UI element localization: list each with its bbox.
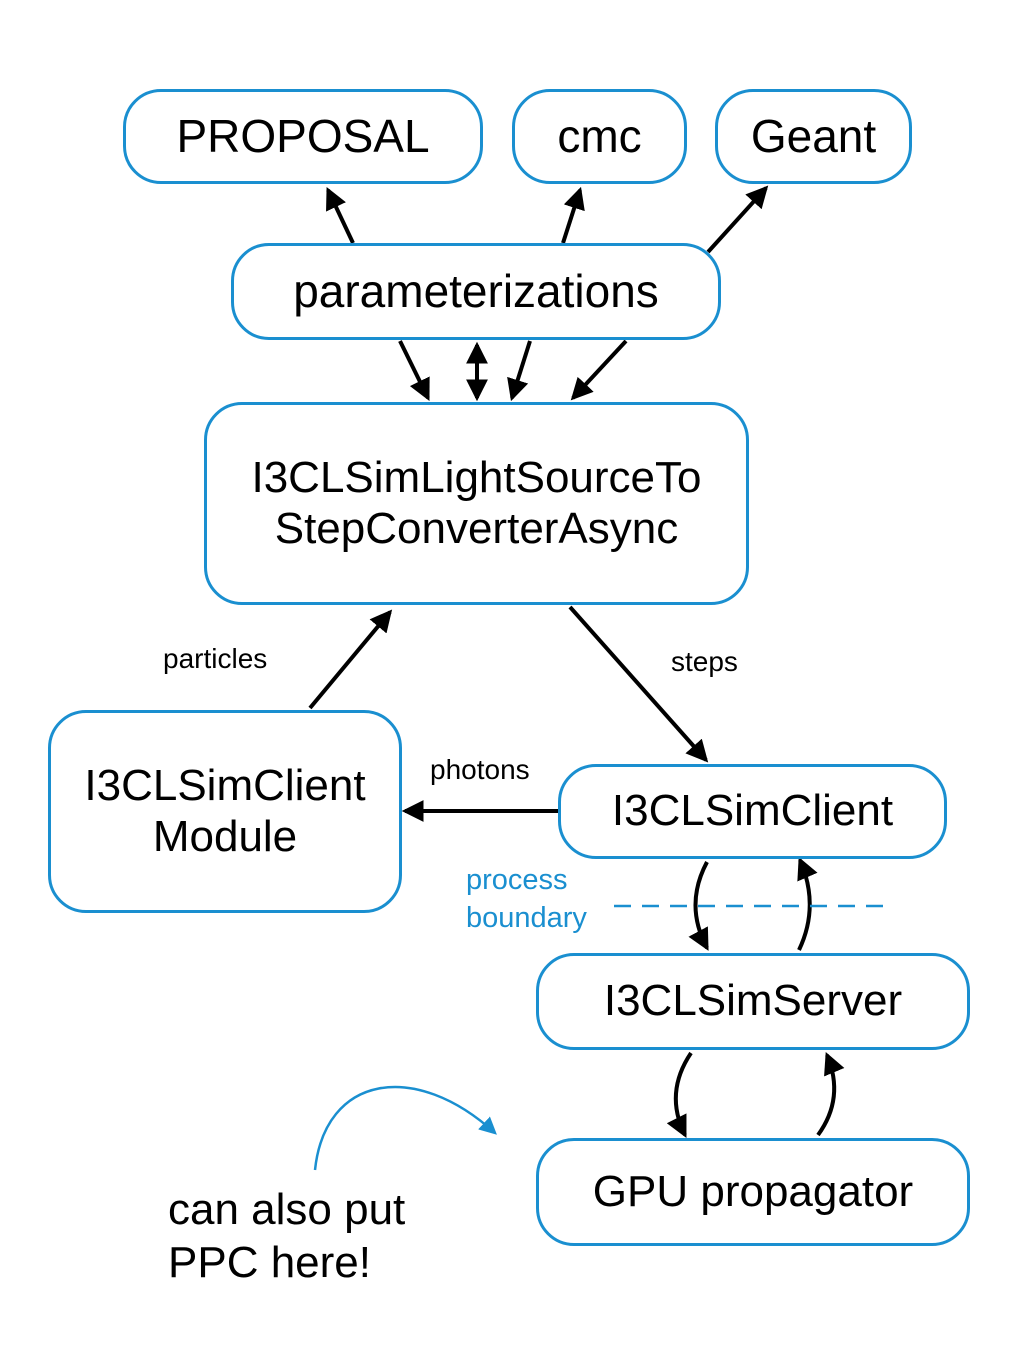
node-client-module-line2: Module bbox=[152, 811, 298, 861]
node-server-label: I3CLSimServer bbox=[603, 976, 903, 1026]
edge-label-steps: steps bbox=[671, 646, 738, 677]
node-client-module: I3CLSimClient Module bbox=[48, 710, 402, 913]
node-parameterizations: parameterizations bbox=[231, 243, 721, 340]
node-geant: Geant bbox=[715, 89, 912, 184]
ppc-note-line2: PPC here! bbox=[168, 1237, 371, 1287]
arrow-server-to-gpu bbox=[666, 1051, 693, 1138]
node-gpu-label: GPU propagator bbox=[592, 1166, 914, 1216]
node-proposal-label: PROPOSAL bbox=[176, 110, 430, 163]
arrow-param-to-converter-2 bbox=[507, 340, 532, 402]
arrow-param-to-converter-3 bbox=[570, 339, 628, 401]
process-boundary-line2: boundary bbox=[466, 901, 587, 934]
arrow-param-to-cmc bbox=[561, 186, 585, 244]
node-cmc-label: cmc bbox=[557, 110, 642, 163]
node-server: I3CLSimServer bbox=[536, 953, 970, 1050]
node-converter: I3CLSimLightSourceTo StepConverterAsync bbox=[204, 402, 749, 605]
arrow-server-to-client bbox=[797, 856, 818, 951]
arrow-client-to-server bbox=[688, 861, 709, 951]
arrow-gpu-to-server bbox=[816, 1051, 845, 1137]
process-boundary-label: process boundary bbox=[466, 862, 587, 937]
arrow-param-to-converter-1 bbox=[398, 340, 430, 401]
process-boundary-line1: process bbox=[466, 864, 568, 896]
node-geant-label: Geant bbox=[750, 110, 877, 163]
arrow-param-to-proposal bbox=[326, 187, 355, 244]
node-converter-line2: StepConverterAsync bbox=[274, 503, 679, 553]
node-parameterizations-label: parameterizations bbox=[293, 265, 659, 318]
arrow-particles bbox=[308, 609, 393, 710]
node-converter-line1: I3CLSimLightSourceTo bbox=[251, 452, 702, 502]
node-cmc: cmc bbox=[512, 89, 687, 184]
node-client-label: I3CLSimClient bbox=[611, 786, 894, 836]
node-client: I3CLSimClient bbox=[558, 764, 947, 859]
arrow-steps bbox=[568, 605, 709, 763]
ppc-note: can also put PPC here! bbox=[168, 1184, 405, 1290]
node-client-module-line1: I3CLSimClient bbox=[84, 760, 366, 810]
note-arrow bbox=[313, 1085, 497, 1171]
edge-label-particles: particles bbox=[163, 643, 268, 674]
arrow-param-to-geant bbox=[706, 185, 769, 254]
node-gpu: GPU propagator bbox=[536, 1138, 970, 1246]
ppc-note-line1: can also put bbox=[168, 1185, 406, 1234]
node-proposal: PROPOSAL bbox=[123, 89, 483, 184]
edge-label-photons: photons bbox=[430, 754, 530, 785]
